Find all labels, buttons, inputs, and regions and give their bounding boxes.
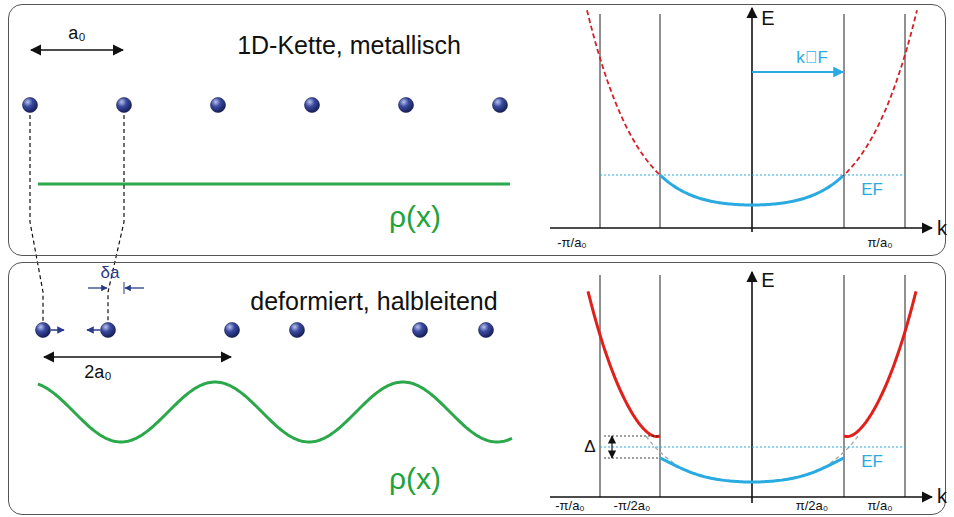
gap-edge [604,458,660,459]
atom [36,323,51,338]
period-label: 2a₀ [82,363,114,383]
period-arrow [44,356,231,358]
atom [399,98,414,113]
tick-label: π/2a₀ [794,499,830,513]
atom [413,323,428,338]
tick-label: π/a₀ [865,499,894,513]
panel-title: deformiert, halbleitend [250,287,497,316]
zone-boundary [905,275,906,497]
atom [211,98,226,113]
axis-label: k [935,217,949,239]
free-electron-parabola [587,10,917,205]
tick-label: -π/a₀ [555,236,589,250]
occupied-band [661,176,843,205]
delta-arrow [125,287,144,288]
charge-density [38,183,510,186]
atom [117,98,132,113]
tick-label: -π/2a₀ [612,499,653,513]
zone-boundary [844,14,845,228]
displacement-arrow [51,329,64,331]
panel: deformiert, halbleitend [8,262,946,515]
zone-boundary [905,14,906,228]
fermi-level [600,447,905,448]
conduction-band [844,291,916,436]
tick-label: -π/a₀ [553,499,587,513]
energy-axis [751,8,753,232]
k-axis [550,496,932,498]
zone-boundary [600,14,601,228]
axis-label: E [759,7,776,29]
valence-band [660,458,844,482]
guide-line [30,115,43,322]
zone-boundary [600,275,601,497]
gap-label: Δ [582,438,597,457]
displacement-arrow [87,329,100,331]
gap-edge [604,436,660,437]
axis-label: k [935,485,949,507]
gap-arrow [611,436,612,458]
conduction-band [588,291,660,436]
fermi-level [600,175,905,176]
panel-title: 1D-Kette, metallisch [237,31,461,60]
spacing-label: a₀ [66,24,87,44]
zone-boundary [844,275,845,497]
displacement-label: δa [99,264,122,283]
fermi-level-label: EF [859,181,885,200]
fermi-level-label: EF [859,453,885,472]
charge-density-wave [38,382,512,442]
delta-tick [124,282,125,294]
zone-boundary [660,14,661,228]
panel: 1D-Kette, metallisch [8,4,946,256]
fermi-wavevector-label: k⃗F [794,49,830,68]
atom [101,323,116,338]
axis-label: E [759,269,776,291]
delta-arrow [88,287,107,288]
density-label: ρ(x) [387,200,443,233]
density-label: ρ(x) [387,462,443,495]
spacing-arrow [31,49,123,51]
k-axis [550,227,932,229]
atom [290,323,305,338]
zone-boundary [660,275,661,497]
atom [479,323,494,338]
tick-label: π/a₀ [865,236,894,250]
fermi-wavevector [752,71,843,73]
atom [23,98,38,113]
guide-line [108,115,124,322]
atom [493,98,508,113]
atom [305,98,320,113]
energy-axis [751,272,753,503]
atom [225,323,240,338]
